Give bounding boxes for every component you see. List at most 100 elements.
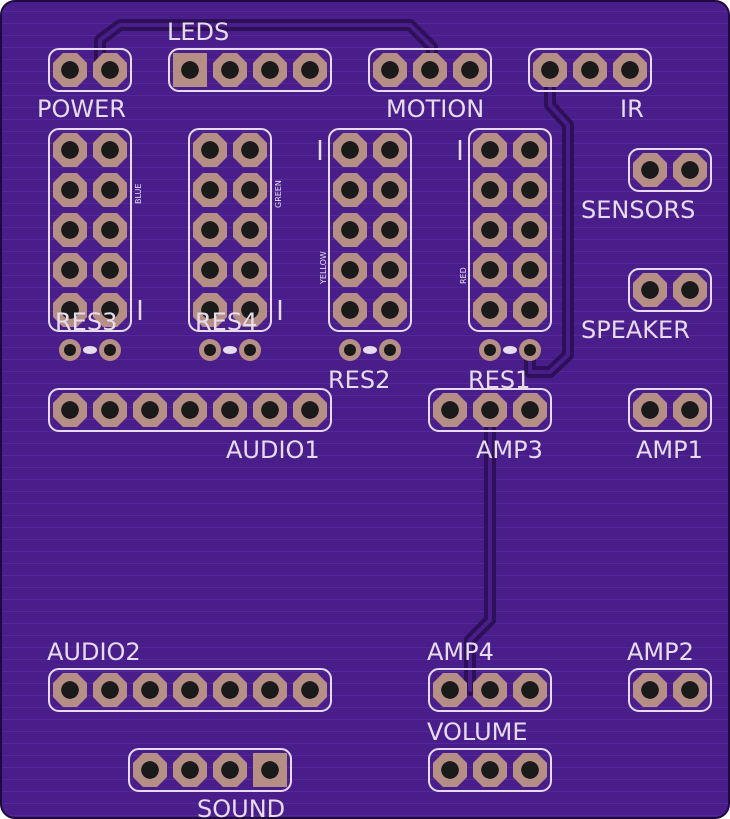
res4-socket-pad	[193, 133, 227, 167]
speaker-header-outline	[628, 268, 712, 312]
label-res3: RES3	[55, 308, 117, 336]
audio2-header-pad	[293, 673, 327, 707]
res1-socket-pad	[473, 253, 507, 287]
sensors-header-outline	[628, 148, 712, 192]
res3-resistor	[59, 339, 121, 361]
res1-socket-outline	[468, 128, 552, 332]
motion-header-outline	[368, 48, 492, 92]
volume-header-pad	[513, 753, 547, 787]
res2-socket-pad	[333, 173, 367, 207]
audio1-header-pad	[253, 393, 287, 427]
amp4-header-outline	[428, 668, 552, 712]
sound-header-outline	[128, 748, 292, 792]
res4-socket-pad	[193, 173, 227, 207]
amp1-header-outline	[628, 388, 712, 432]
res3-socket-pad	[53, 293, 87, 327]
audio1-header-pad	[93, 393, 127, 427]
ir-header-pad	[613, 53, 647, 87]
res3-socket-pad	[93, 293, 127, 327]
sound-header-pad	[213, 753, 247, 787]
leds-header-pad	[213, 53, 247, 87]
label-yellow: YELLOW	[319, 251, 328, 285]
res4-socket-pad	[193, 213, 227, 247]
label-res4: RES4	[195, 308, 257, 336]
res4-socket-pad	[233, 293, 267, 327]
res4-socket-pad	[193, 253, 227, 287]
motion-header-pad	[453, 53, 487, 87]
label-amp1: AMP1	[636, 436, 703, 464]
leds-header-outline	[168, 48, 332, 92]
amp4-header-pad	[473, 673, 507, 707]
res1-resistor	[479, 339, 541, 361]
label-sensors: SENSORS	[581, 196, 695, 224]
audio2-header-pad	[173, 673, 207, 707]
audio1-header-pad	[53, 393, 87, 427]
res1-socket-pad	[513, 133, 547, 167]
volume-header-outline	[428, 748, 552, 792]
label-audio1: AUDIO1	[226, 436, 320, 464]
amp2-header-pad	[633, 673, 667, 707]
amp3-header-outline	[428, 388, 552, 432]
res2-socket-pad	[373, 133, 407, 167]
label-red: RED	[459, 267, 468, 284]
leds-header-pad	[253, 53, 287, 87]
component-pads	[48, 48, 712, 792]
ir-header-outline	[528, 48, 652, 92]
power-header-pad	[93, 53, 127, 87]
res1-socket-pad	[513, 253, 547, 287]
audio2-header-pad	[213, 673, 247, 707]
amp4-header-pad	[433, 673, 467, 707]
amp2-header-outline	[628, 668, 712, 712]
silkscreen-labels: LEDS POWER MOTION IR SENSORS SPEAKER RES…	[37, 18, 703, 819]
sensors-header-pad	[633, 153, 667, 187]
res2-socket-outline	[328, 128, 412, 332]
label-amp2: AMP2	[627, 638, 694, 666]
silkscreen-marks	[138, 140, 462, 320]
res3-socket-pad	[53, 173, 87, 207]
audio2-header-pad	[53, 673, 87, 707]
res4-socket-pad	[233, 253, 267, 287]
power-header-pad	[53, 53, 87, 87]
power-header-outline	[48, 48, 132, 92]
res2-socket-pad	[333, 293, 367, 327]
leds-header-pad	[293, 53, 327, 87]
res4-socket-pad	[193, 293, 227, 327]
volume-header-pad	[473, 753, 507, 787]
audio1-header-pad	[133, 393, 167, 427]
label-power: POWER	[37, 95, 126, 123]
res3-socket-pad	[93, 173, 127, 207]
motion-header-pad	[413, 53, 447, 87]
audio2-header-pad	[253, 673, 287, 707]
res1-socket-pad	[473, 133, 507, 167]
label-amp4: AMP4	[427, 638, 494, 666]
amp2-header-pad	[673, 673, 707, 707]
res2-socket-pad	[373, 293, 407, 327]
amp1-header-pad	[673, 393, 707, 427]
label-green: GREEN	[274, 180, 283, 208]
label-volume: VOLUME	[427, 718, 528, 746]
label-amp3: AMP3	[476, 436, 543, 464]
audio2-header-pad	[93, 673, 127, 707]
res2-resistor	[339, 339, 401, 361]
audio1-header-pad	[293, 393, 327, 427]
motion-header-pad	[373, 53, 407, 87]
res2-socket-pad	[373, 253, 407, 287]
res3-socket-outline	[48, 128, 132, 332]
res1-socket-pad	[473, 213, 507, 247]
amp4-header-pad	[513, 673, 547, 707]
res2-socket-pad	[333, 253, 367, 287]
res2-socket-pad	[373, 213, 407, 247]
label-blue: BLUE	[134, 184, 143, 204]
res1-socket-pad	[513, 213, 547, 247]
res3-socket-pad	[93, 253, 127, 287]
sound-header-pad	[253, 753, 287, 787]
label-res1: RES1	[468, 366, 530, 394]
ir-header-pad	[533, 53, 567, 87]
res3-socket-pad	[53, 213, 87, 247]
res3-socket-pad	[93, 213, 127, 247]
amp3-header-pad	[513, 393, 547, 427]
res4-socket-pad	[233, 213, 267, 247]
amp1-header-pad	[633, 393, 667, 427]
label-speaker: SPEAKER	[581, 316, 690, 344]
